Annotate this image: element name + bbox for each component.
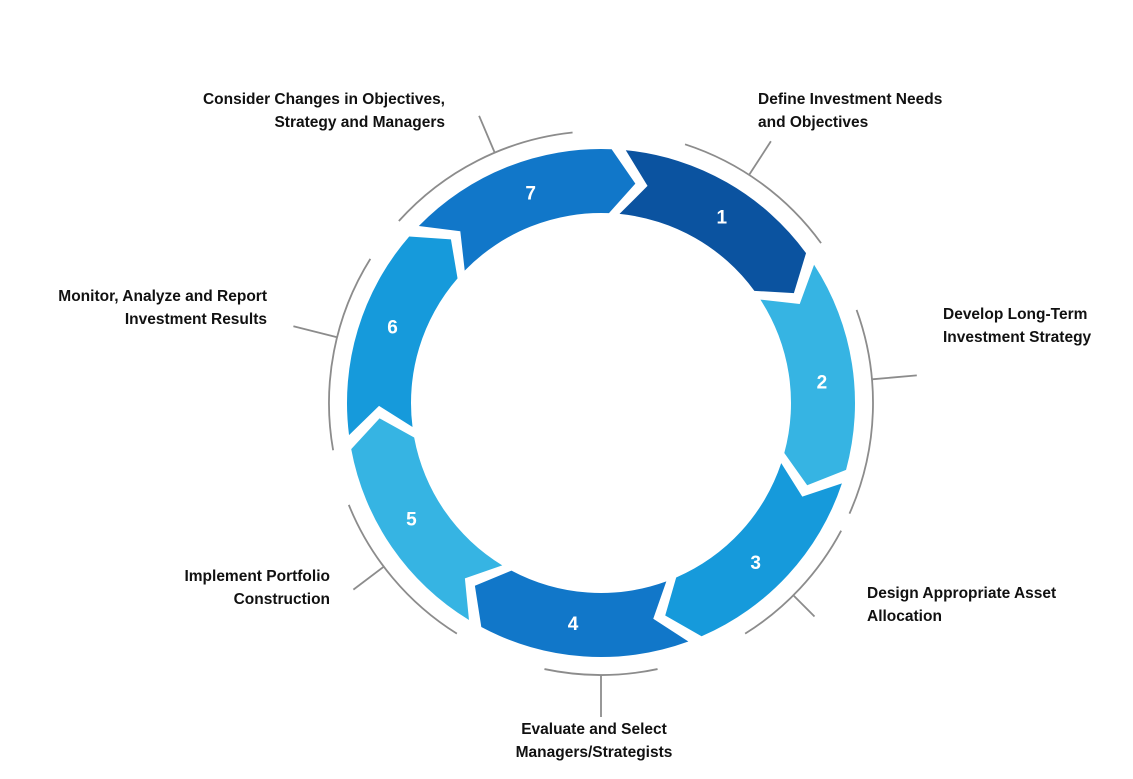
step-label-1-line-2: and Objectives <box>758 114 869 131</box>
step-label-3: Design Appropriate Asset Allocation <box>867 582 1056 628</box>
step-label-6-line-1: Monitor, Analyze and Report <box>58 288 267 305</box>
cycle-segment-2 <box>760 264 856 486</box>
step-label-3-line-1: Design Appropriate Asset <box>867 585 1057 602</box>
step-label-1: Define Investment Needs and Objectives <box>758 88 942 134</box>
step-label-2: Develop Long-Term Investment Strategy <box>943 303 1091 349</box>
segment-group: 1 2 3 4 5 6 7 <box>346 148 856 658</box>
bracket-arc-6 <box>328 258 372 451</box>
step-label-5-line-2: Construction <box>233 591 330 608</box>
bracket-arc-2 <box>848 309 874 514</box>
bracket-arc-5 <box>347 504 458 635</box>
step-number-7: 7 <box>525 183 536 204</box>
connector-line-7 <box>478 115 496 153</box>
connector-line-3 <box>792 594 816 618</box>
cycle-segment-3 <box>665 463 842 637</box>
bracket-arc-3 <box>744 530 842 635</box>
step-number-4: 4 <box>568 614 579 635</box>
step-label-3-line-2: Allocation <box>867 608 942 625</box>
bracket-group <box>293 115 917 717</box>
step-label-7-line-2: Strategy and Managers <box>274 114 445 131</box>
step-number-2: 2 <box>817 372 828 393</box>
step-label-7: Consider Changes in Objectives, Strategy… <box>203 88 445 134</box>
step-label-2-line-1: Develop Long-Term <box>943 306 1088 323</box>
bracket-arc-1 <box>684 143 822 244</box>
step-label-5-line-1: Implement Portfolio <box>184 568 330 585</box>
cycle-segment-5 <box>351 418 503 620</box>
cycle-segment-7 <box>418 148 636 271</box>
cycle-segment-6 <box>346 236 458 436</box>
step-label-5: Implement Portfolio Construction <box>184 565 330 611</box>
step-label-4-line-2: Managers/Strategists <box>515 744 673 761</box>
step-label-4-line-1: Evaluate and Select <box>521 721 667 738</box>
step-label-6: Monitor, Analyze and Report Investment R… <box>58 285 267 331</box>
step-label-4: Evaluate and Select Managers/Strategists <box>494 718 694 764</box>
connector-line-5 <box>352 565 385 591</box>
connector-line-6 <box>293 325 338 339</box>
step-number-1: 1 <box>717 208 728 229</box>
cycle-segment-1 <box>619 150 807 294</box>
step-label-1-line-1: Define Investment Needs <box>758 91 943 108</box>
step-label-7-line-1: Consider Changes in Objectives, <box>202 91 445 108</box>
bracket-arc-4 <box>544 668 658 676</box>
bracket-arc-7 <box>398 131 573 222</box>
step-number-3: 3 <box>750 553 761 574</box>
connector-line-2 <box>871 374 917 381</box>
cycle-segment-4 <box>474 570 689 658</box>
step-number-5: 5 <box>406 509 417 530</box>
step-number-6: 6 <box>387 318 398 339</box>
connector-line-1 <box>748 140 772 176</box>
step-label-6-line-2: Investment Results <box>124 311 267 328</box>
step-label-2-line-2: Investment Strategy <box>943 329 1092 346</box>
